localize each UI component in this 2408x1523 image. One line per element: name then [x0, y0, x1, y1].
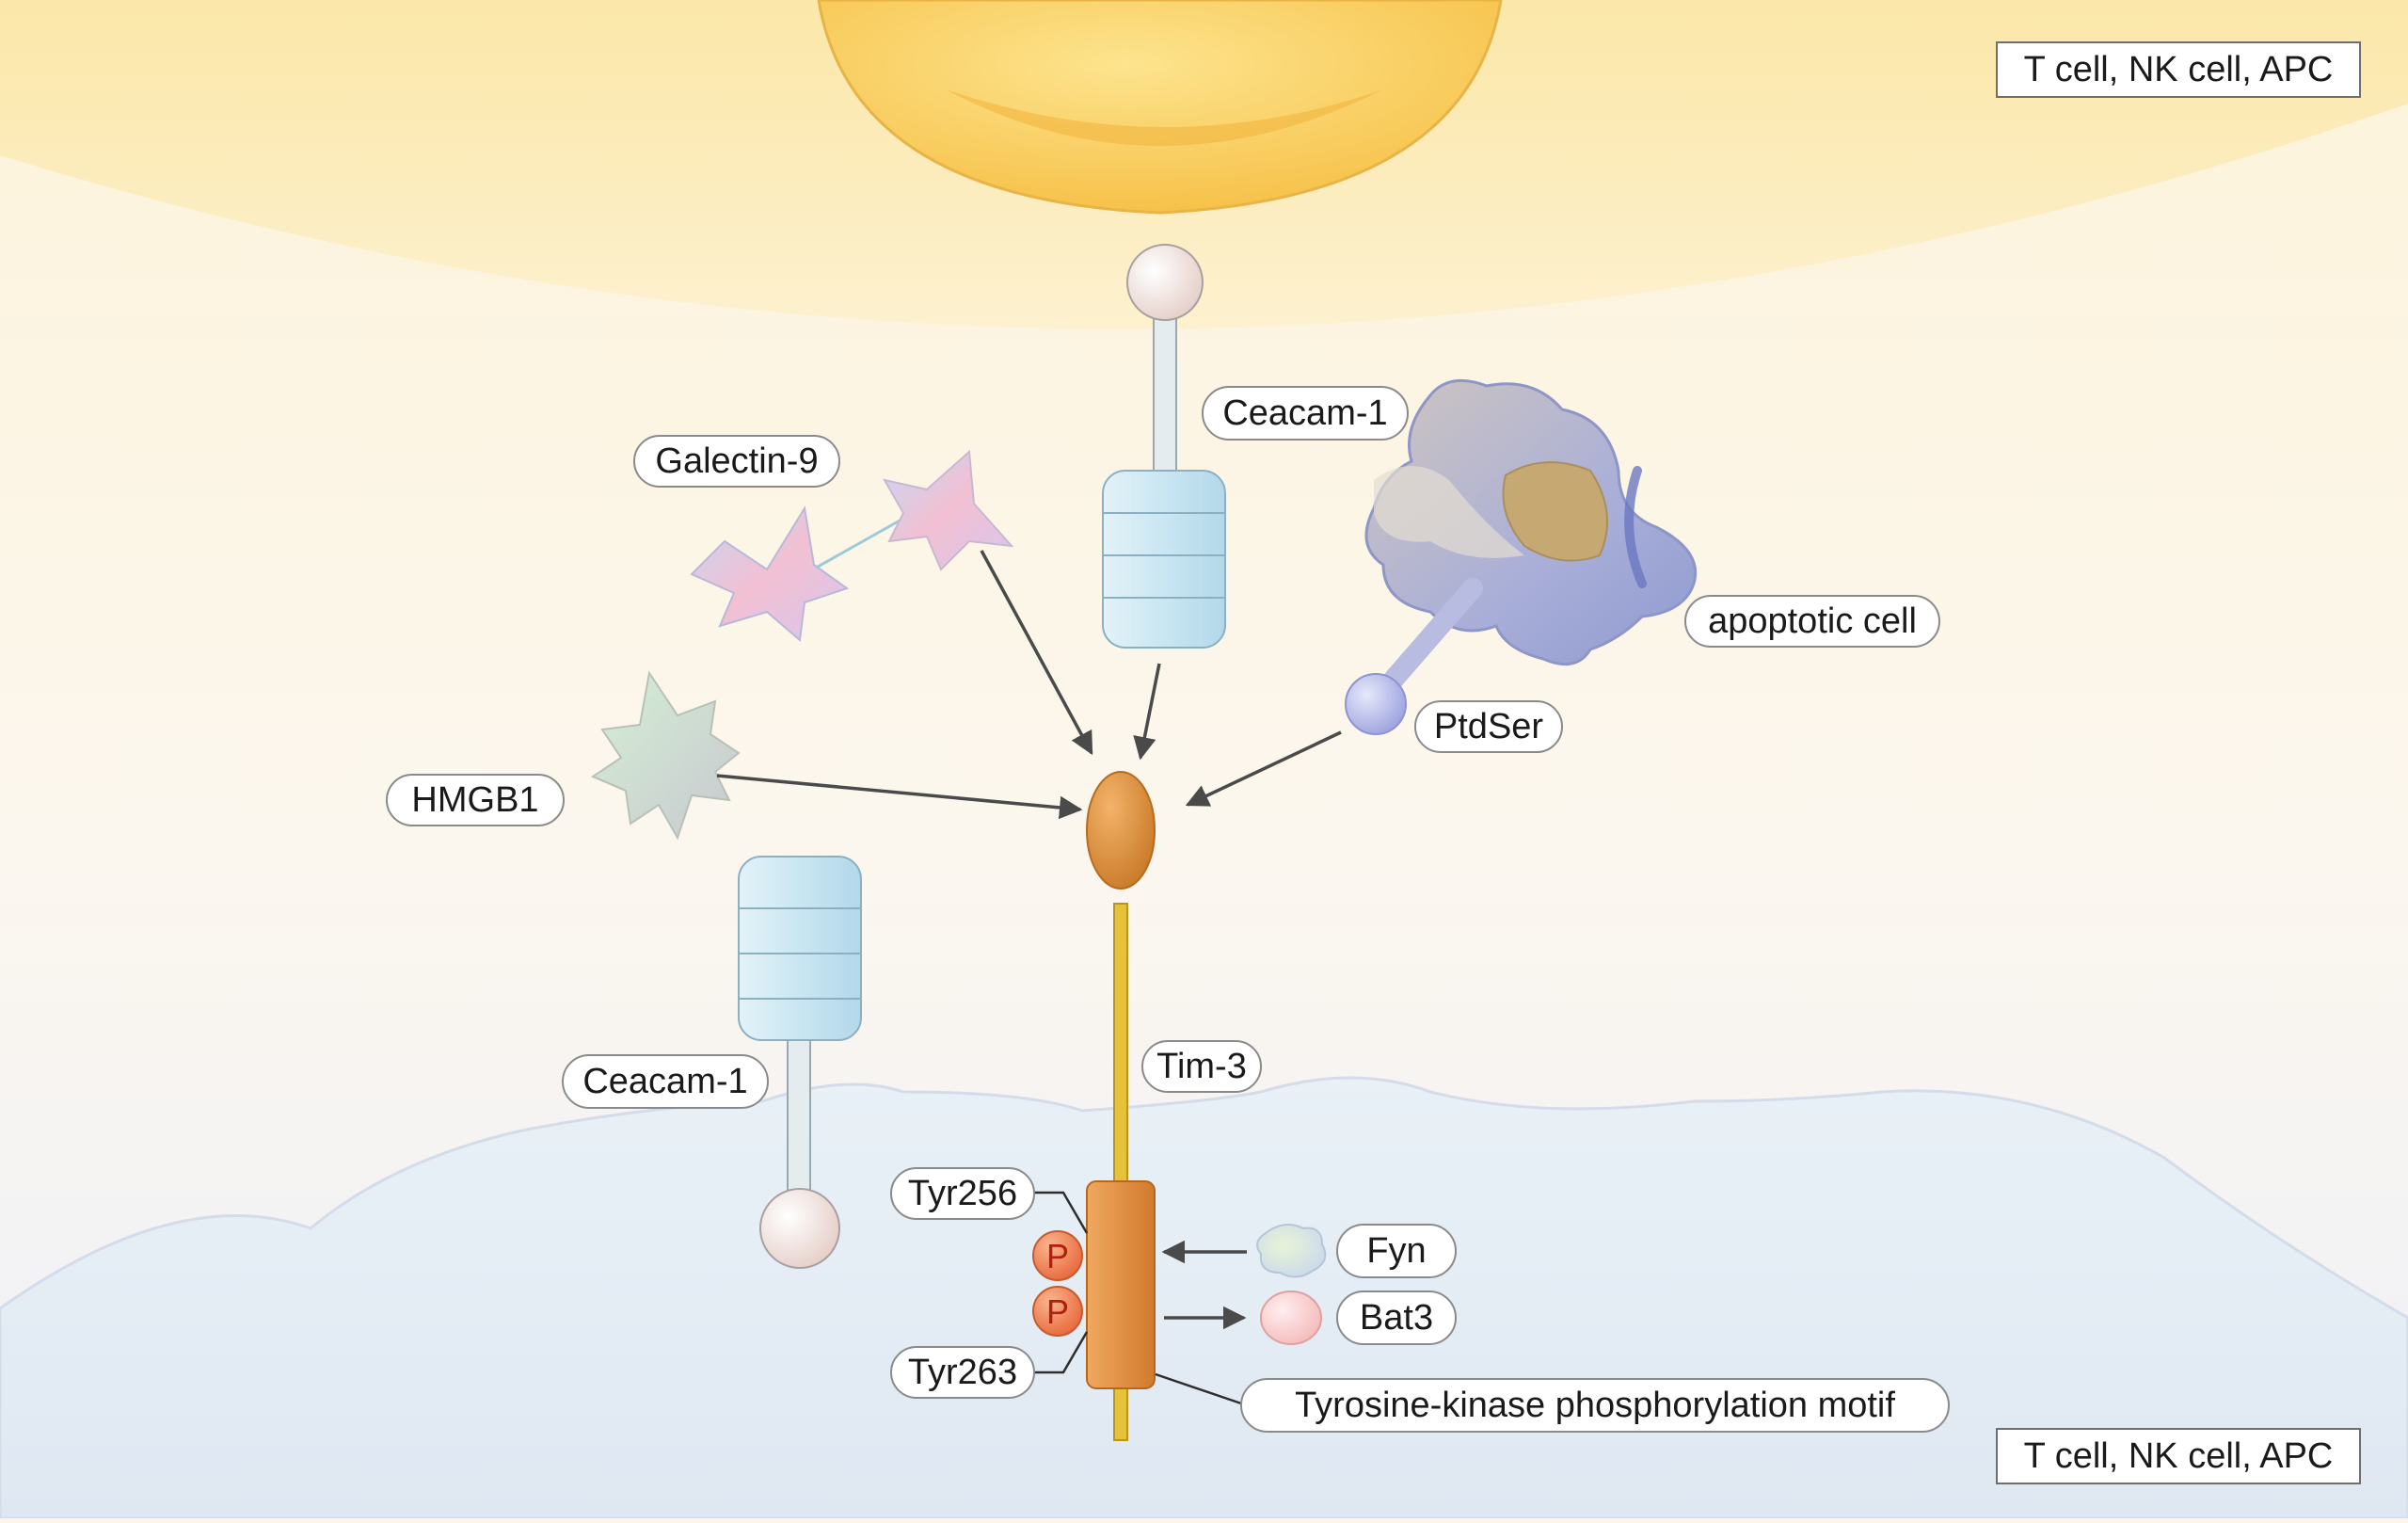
top-cell-label: T cell, NK cell, APC	[1996, 41, 2361, 98]
apoptotic-cell-label: apoptotic cell	[1684, 595, 1940, 648]
tyr256-label: Tyr256	[890, 1167, 1035, 1220]
interaction-arrows	[716, 550, 1342, 1330]
ceacam-top-label: Ceacam-1	[1202, 386, 1409, 441]
ceacam-bottom-molecule	[738, 856, 862, 1269]
hmgb1-label: HMGB1	[386, 774, 565, 826]
phospho-p1-text: P	[1046, 1237, 1069, 1275]
top-cell-nucleus	[817, 0, 1503, 215]
bottom-cell-label: T cell, NK cell, APC	[1996, 1428, 2361, 1484]
ceacam-top-molecule	[1102, 244, 1226, 649]
tim3-cytoplasmic-tail	[1086, 1180, 1156, 1389]
phospho-p2-text: P	[1046, 1292, 1069, 1331]
fyn-label: Fyn	[1336, 1224, 1457, 1278]
phospho-group-1: P	[1032, 1230, 1083, 1281]
leader-motif	[1155, 1372, 1245, 1406]
galectin-label: Galectin-9	[633, 435, 840, 488]
ceacam-bottom-label: Ceacam-1	[562, 1054, 769, 1109]
arrow-ptdser-to-tim3	[1185, 730, 1342, 807]
phospho-group-2: P	[1032, 1286, 1083, 1337]
motif-label: Tyrosine-kinase phosphorylation motif	[1240, 1378, 1950, 1433]
arrow-hmgb1-to-tim3	[716, 774, 1083, 820]
tyr263-label: Tyr263	[890, 1346, 1035, 1399]
hmgb1-molecule	[590, 670, 741, 841]
leader-tyr256	[1033, 1191, 1089, 1234]
bat3-label: Bat3	[1336, 1291, 1457, 1345]
ptdser-label: PtdSer	[1414, 700, 1563, 753]
leader-tyr263	[1033, 1331, 1089, 1374]
galectin-9-molecule	[690, 449, 1014, 642]
tim3-molecule	[1086, 771, 1156, 1441]
bat3-molecule	[1260, 1291, 1322, 1345]
apoptotic-cell	[1345, 378, 1698, 735]
arrow-galectin-to-tim3	[980, 550, 1093, 756]
tim3-label: Tim-3	[1141, 1040, 1262, 1093]
fyn-molecule	[1256, 1224, 1327, 1278]
nucleus-highlight	[946, 89, 1383, 146]
arrow-ceacam-to-tim3	[1133, 663, 1161, 761]
leader-lines	[1033, 1191, 1245, 1406]
